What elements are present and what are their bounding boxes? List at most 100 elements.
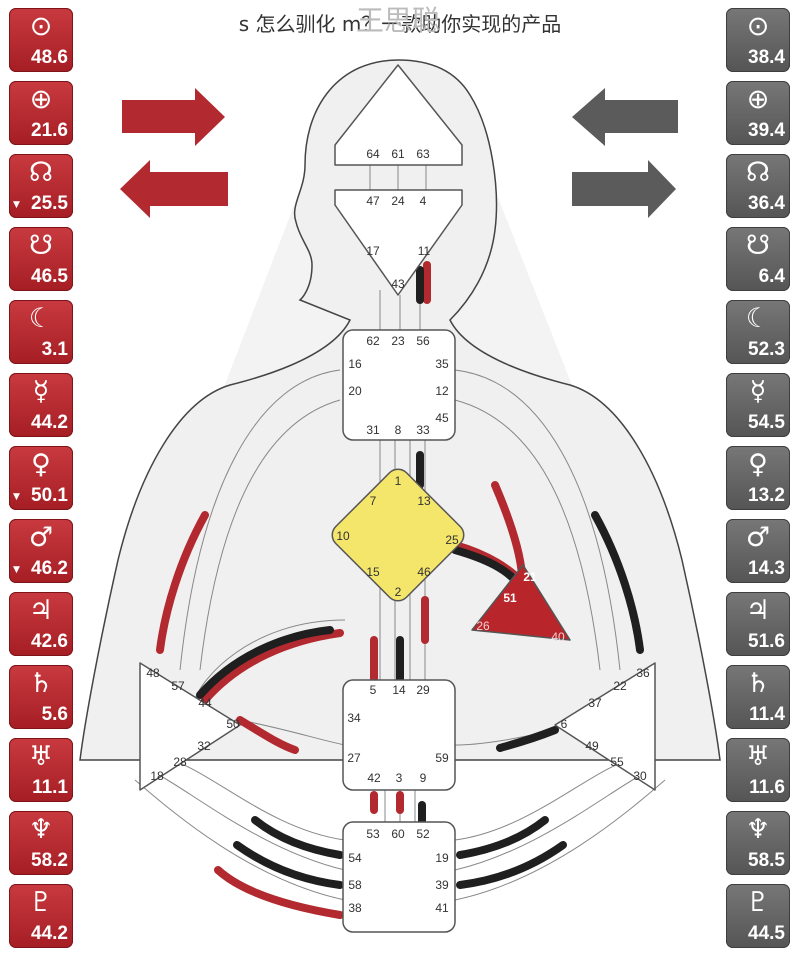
saturn-icon: ♄ xyxy=(745,668,771,699)
moon-icon: ☾ xyxy=(28,303,54,334)
right-planet-tile: ♇44.5 xyxy=(726,884,790,948)
down-arrow-icon: ▼ xyxy=(13,200,20,210)
planet-value: 36.4 xyxy=(748,193,785,214)
planet-value: 11.1 xyxy=(32,777,68,798)
gate-label: 21 xyxy=(523,570,537,584)
moon-icon: ☾ xyxy=(745,303,771,334)
down-arrow-icon: ▼ xyxy=(13,565,20,575)
neptune-icon: ♆ xyxy=(28,814,54,845)
gate-label: 47 xyxy=(366,194,380,208)
spleen-center xyxy=(139,662,241,791)
north-node-icon: ☊ xyxy=(29,157,53,188)
gate-label: 8 xyxy=(395,423,402,437)
gate-label: 11 xyxy=(418,244,431,258)
uranus-icon: ♅ xyxy=(745,741,771,772)
root-center xyxy=(342,821,456,933)
gate-label: 54 xyxy=(348,851,362,865)
sacral-center xyxy=(342,679,456,791)
right-planet-tile: ☾52.3 xyxy=(726,300,790,364)
gate-label: 25 xyxy=(445,533,459,547)
left-planet-tile: ☿ 44.2 xyxy=(9,373,73,437)
venus-icon: ♀ xyxy=(748,449,768,480)
gate-label: 36 xyxy=(636,666,650,680)
right-planet-tile: ♅11.6 xyxy=(726,738,790,802)
gate-label: 33 xyxy=(416,423,430,437)
gate-label: 45 xyxy=(435,411,449,425)
gate-label: 56 xyxy=(416,334,430,348)
left-arrow-left xyxy=(120,160,228,218)
gate-label: 57 xyxy=(171,679,185,693)
gate-label: 58 xyxy=(348,878,362,892)
left-planet-tile: ♅ 11.1 xyxy=(9,738,73,802)
right-planet-tile: ☿54.5 xyxy=(726,373,790,437)
gate-label: 52 xyxy=(416,827,430,841)
gate-label: 55 xyxy=(610,755,624,769)
gate-label: 24 xyxy=(391,194,405,208)
right-planet-tile: ♂14.3 xyxy=(726,519,790,583)
planet-value: 13.2 xyxy=(748,485,785,506)
gate-label: 26 xyxy=(476,619,490,633)
left-planet-tile: ♂▼46.2 xyxy=(9,519,73,583)
left-planet-tile: ♇44.2 xyxy=(9,884,73,948)
mars-icon: ♂ xyxy=(28,522,54,553)
mercury-icon: ☿ xyxy=(749,376,767,407)
right-planet-tile: ☋6.4 xyxy=(726,227,790,291)
gate-label: 18 xyxy=(150,769,164,783)
pluto-icon: ♇ xyxy=(745,887,771,918)
gate-label: 31 xyxy=(366,423,380,437)
left-planet-tile: ⊙48.6 xyxy=(9,8,73,72)
left-planet-tile: ♃42.6 xyxy=(9,592,73,656)
down-arrow-icon: ▼ xyxy=(13,492,20,502)
gate-label: 37 xyxy=(588,696,602,710)
gate-label: 23 xyxy=(391,334,405,348)
left-planet-tile: ♀▼50.1 xyxy=(9,446,73,510)
gate-label: 44 xyxy=(198,696,212,710)
planet-value: 25.5 xyxy=(31,193,68,214)
gate-label: 22 xyxy=(613,679,627,693)
gate-label: 14 xyxy=(392,683,406,697)
gate-label: 61 xyxy=(391,147,405,161)
gate-label: 64 xyxy=(366,147,380,161)
gate-label: 17 xyxy=(366,244,380,258)
right-planet-tile: ⊕39.4 xyxy=(726,81,790,145)
planet-value: 46.5 xyxy=(31,266,68,287)
ajna-center xyxy=(334,189,463,296)
left-planet-tile: ☋ 46.5 xyxy=(9,227,73,291)
gate-label: 4 xyxy=(420,194,427,208)
design-channels xyxy=(156,261,526,919)
gate-label: 32 xyxy=(197,739,211,753)
jupiter-icon: ♃ xyxy=(28,595,54,626)
south-node-icon: ☋ xyxy=(29,230,53,261)
planet-value: 44.2 xyxy=(31,412,68,433)
left-planet-tile: ☊ ▼ 25.5 xyxy=(9,154,73,218)
gate-label: 39 xyxy=(435,878,449,892)
planet-value: 38.4 xyxy=(748,47,785,68)
gate-label: 49 xyxy=(585,739,599,753)
planet-value: 6.4 xyxy=(758,266,785,287)
jupiter-icon: ♃ xyxy=(745,595,771,626)
mars-icon: ♂ xyxy=(745,522,771,553)
left-planet-tile: ♆58.2 xyxy=(9,811,73,875)
earth-icon: ⊕ xyxy=(29,84,53,115)
gate-label: 30 xyxy=(633,769,647,783)
gate-label: 6 xyxy=(561,717,568,731)
gate-label: 53 xyxy=(366,827,380,841)
saturn-icon: ♄ xyxy=(28,668,54,699)
planet-value: 58.5 xyxy=(748,850,785,871)
gate-label: 19 xyxy=(435,851,449,865)
sun-icon: ⊙ xyxy=(746,11,770,42)
gate-label: 35 xyxy=(435,357,449,371)
gate-labels: 64 61 63 47 24 4 17 11 43 62 23 56 16 35… xyxy=(146,147,650,915)
ghost-title: 王思聪 xyxy=(356,5,440,36)
throat-center xyxy=(342,329,456,441)
uranus-icon: ♅ xyxy=(28,741,54,772)
mercury-icon: ☿ xyxy=(32,376,50,407)
gate-label: 10 xyxy=(336,529,350,543)
planet-value: 39.4 xyxy=(748,120,785,141)
head-center xyxy=(334,64,463,166)
gate-label: 50 xyxy=(226,717,240,731)
gate-label: 43 xyxy=(391,277,405,291)
gate-label: 9 xyxy=(420,771,427,785)
pluto-icon: ♇ xyxy=(28,887,54,918)
planet-value: 11.4 xyxy=(749,704,785,725)
